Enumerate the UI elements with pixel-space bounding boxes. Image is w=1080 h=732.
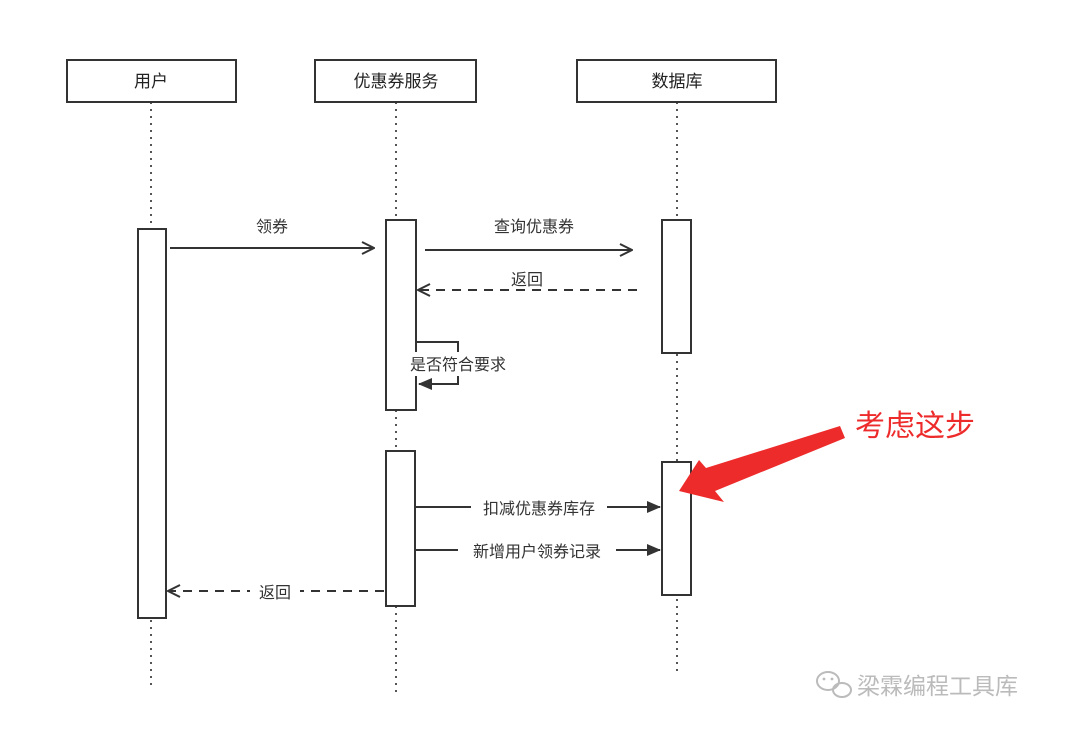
participant-coupon-service: 优惠券服务 <box>314 59 477 103</box>
message-return-db: 返回 <box>418 270 637 290</box>
message-add-record-label: 新增用户领券记录 <box>473 542 601 561</box>
callout-arrow <box>679 426 845 502</box>
message-self-check-label: 是否符合要求 <box>410 355 506 374</box>
watermark-label: 梁霖编程工具库 <box>857 674 1018 700</box>
participant-database-label: 数据库 <box>652 72 703 92</box>
activation-user <box>137 228 167 619</box>
callout: 考虑这步 <box>679 409 975 502</box>
participant-user-label: 用户 <box>134 72 168 92</box>
message-deduct-stock-label: 扣减优惠券库存 <box>483 499 595 518</box>
message-return-user-label: 返回 <box>259 583 291 602</box>
message-query: 查询优惠券 <box>425 217 632 250</box>
message-self-check: 是否符合要求 <box>402 341 514 390</box>
message-return-user: 返回 <box>168 580 384 604</box>
message-query-label: 查询优惠券 <box>494 217 574 236</box>
message-claim-label: 领券 <box>256 217 288 236</box>
message-add-record: 新增用户领券记录 <box>416 539 661 563</box>
activation-database-1 <box>661 219 692 354</box>
message-deduct-stock: 扣减优惠券库存 <box>416 496 661 520</box>
participant-coupon-service-label: 优惠券服务 <box>354 72 439 92</box>
watermark: 梁霖编程工具库 <box>816 671 1018 700</box>
activation-coupon-service-2 <box>385 450 416 607</box>
callout-label: 考虑这步 <box>855 409 975 444</box>
wechat-icon <box>816 671 852 698</box>
participant-user: 用户 <box>66 59 237 103</box>
participant-database: 数据库 <box>576 59 777 103</box>
message-claim: 领券 <box>170 217 374 248</box>
activation-coupon-service-1 <box>385 219 417 411</box>
message-return-db-label: 返回 <box>511 270 543 289</box>
